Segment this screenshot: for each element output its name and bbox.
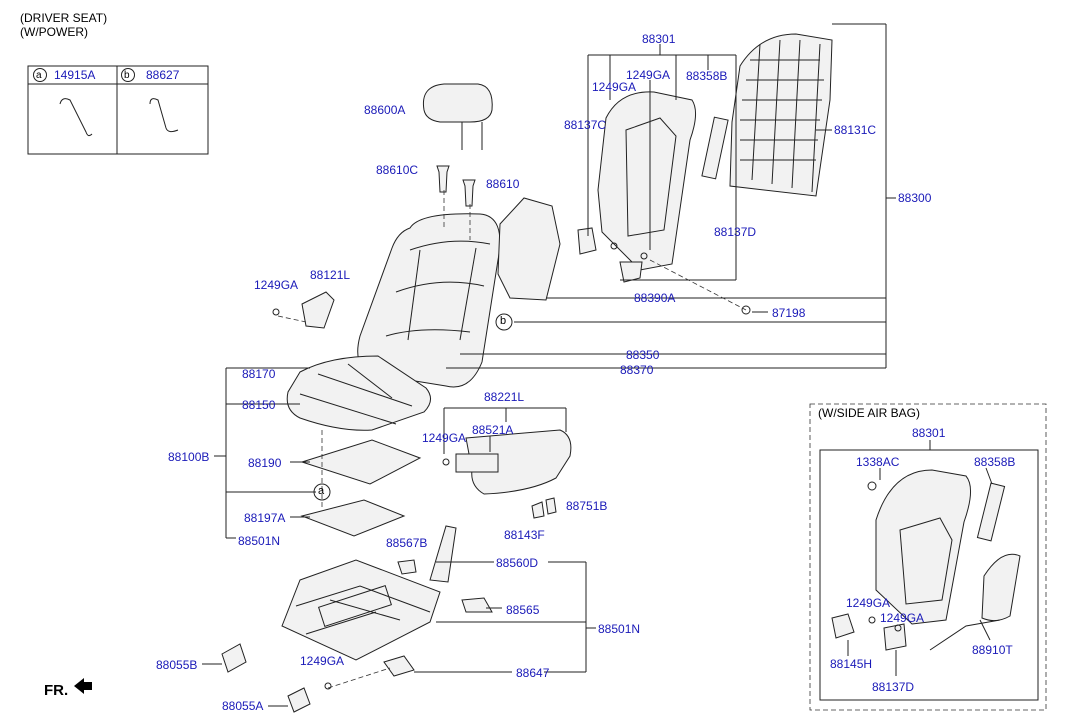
knob-88143F bbox=[531, 501, 545, 519]
callout-a-letter: a bbox=[318, 485, 325, 497]
callout-b-marker bbox=[495, 313, 513, 331]
callout-88751B: 88751B bbox=[566, 499, 608, 513]
callout-88150: 88150 bbox=[242, 398, 276, 412]
callout-88131C: 88131C bbox=[834, 123, 877, 137]
bracket-88565 bbox=[461, 597, 493, 613]
cushion-pad-88197A bbox=[300, 499, 406, 537]
front-direction-label: FR. bbox=[44, 682, 69, 699]
cushion-pad-88190 bbox=[300, 439, 422, 485]
headrest-drawing bbox=[422, 83, 493, 207]
callout-1249GA-mid: 1249GA bbox=[422, 431, 467, 445]
callout-88521A: 88521A bbox=[472, 423, 514, 437]
callout-88300: 88300 bbox=[898, 191, 932, 205]
callout-88600A: 88600A bbox=[364, 103, 406, 117]
seat-cushion-drawing bbox=[286, 355, 431, 431]
callout-1249GA-top: 1249GA bbox=[626, 68, 671, 82]
screws bbox=[272, 242, 751, 690]
airbag-callout-1249GA-a: 1249GA bbox=[846, 596, 891, 610]
callout-88301: 88301 bbox=[642, 32, 676, 46]
diagram-title-line2: (W/POWER) bbox=[20, 25, 88, 39]
airbag-callout-88301: 88301 bbox=[912, 426, 946, 440]
seat-track-drawing bbox=[281, 559, 441, 661]
airbag-callout-1338AC: 1338AC bbox=[856, 455, 900, 469]
callout-88610C: 88610C bbox=[376, 163, 419, 177]
knob-88751B bbox=[545, 497, 557, 515]
airbag-callout-1249GA-b: 1249GA bbox=[880, 611, 925, 625]
callout-88055B: 88055B bbox=[156, 658, 198, 672]
callout-a-marker bbox=[313, 483, 331, 501]
back-frame-drawing bbox=[577, 91, 729, 283]
callout-88358B: 88358B bbox=[686, 69, 728, 83]
wire-clip-88627-icon bbox=[149, 98, 179, 133]
leader-lines bbox=[202, 23, 896, 707]
callout-88221L: 88221L bbox=[484, 390, 525, 404]
diagram-title-line1: (DRIVER SEAT) bbox=[20, 11, 108, 25]
legend-a-marker: a bbox=[36, 70, 42, 81]
airbag-callout-88137D: 88137D bbox=[872, 680, 915, 694]
legend-b-part: 88627 bbox=[146, 68, 180, 82]
callout-88170: 88170 bbox=[242, 367, 276, 381]
airbag-callout-88910T: 88910T bbox=[972, 643, 1013, 657]
seatback-cover-drawing bbox=[357, 213, 501, 388]
legend-b-marker: b bbox=[124, 70, 130, 81]
cover-88647 bbox=[383, 655, 415, 677]
headrest-guide-88610C bbox=[436, 165, 450, 193]
alignment-dashes bbox=[277, 190, 747, 689]
callout-88137C: 88137C bbox=[564, 118, 607, 132]
clip-88567B bbox=[397, 559, 417, 575]
callout-88501N-left: 88501N bbox=[238, 534, 281, 548]
callout-88055A: 88055A bbox=[222, 699, 264, 713]
cover-88055A bbox=[287, 687, 311, 713]
tube-88567B bbox=[429, 525, 457, 583]
callout-88567B: 88567B bbox=[386, 536, 428, 550]
side-airbag-box bbox=[809, 403, 1047, 711]
callout-88137D: 88137D bbox=[714, 225, 757, 239]
callout-88610: 88610 bbox=[486, 177, 520, 191]
callout-88197A: 88197A bbox=[244, 511, 286, 525]
callout-88370: 88370 bbox=[620, 363, 654, 377]
lumbar-mat-88131C bbox=[729, 33, 833, 197]
callout-88501N-right: 88501N bbox=[598, 622, 641, 636]
callout-1249GA-left: 1249GA bbox=[254, 278, 299, 292]
airbag-callout-88358B: 88358B bbox=[974, 455, 1016, 469]
callout-88565: 88565 bbox=[506, 603, 540, 617]
callout-88647: 88647 bbox=[516, 666, 550, 680]
callout-88560D: 88560D bbox=[496, 556, 539, 570]
callout-88390A: 88390A bbox=[634, 291, 676, 305]
shield-88121L bbox=[301, 291, 335, 329]
callout-87198: 87198 bbox=[772, 306, 806, 320]
callout-b-letter: b bbox=[500, 315, 507, 327]
airbag-box-title: (W/SIDE AIR BAG) bbox=[818, 406, 921, 420]
callout-88100B: 88100B bbox=[168, 450, 210, 464]
legend-a-part: 14915A bbox=[54, 68, 96, 82]
callout-88190: 88190 bbox=[248, 456, 282, 470]
wire-clip-14915A-icon bbox=[59, 98, 93, 137]
front-arrow-icon bbox=[74, 678, 92, 694]
headrest-guide-88610 bbox=[462, 179, 476, 207]
side-cover-88221L bbox=[465, 429, 572, 495]
airbag-callout-88145H: 88145H bbox=[830, 657, 873, 671]
back-board-88390A bbox=[497, 197, 561, 301]
callout-1249GA-top2: 1249GA bbox=[592, 80, 637, 94]
airbag-module-88910T bbox=[981, 553, 1021, 622]
callout-1249GA-bottom: 1249GA bbox=[300, 654, 345, 668]
legend-table bbox=[27, 65, 209, 155]
callout-88350: 88350 bbox=[626, 348, 660, 362]
cover-88055B bbox=[221, 643, 247, 673]
callout-88143F: 88143F bbox=[504, 528, 545, 542]
switch-88521A bbox=[455, 453, 499, 473]
callout-88121L: 88121L bbox=[310, 268, 351, 282]
